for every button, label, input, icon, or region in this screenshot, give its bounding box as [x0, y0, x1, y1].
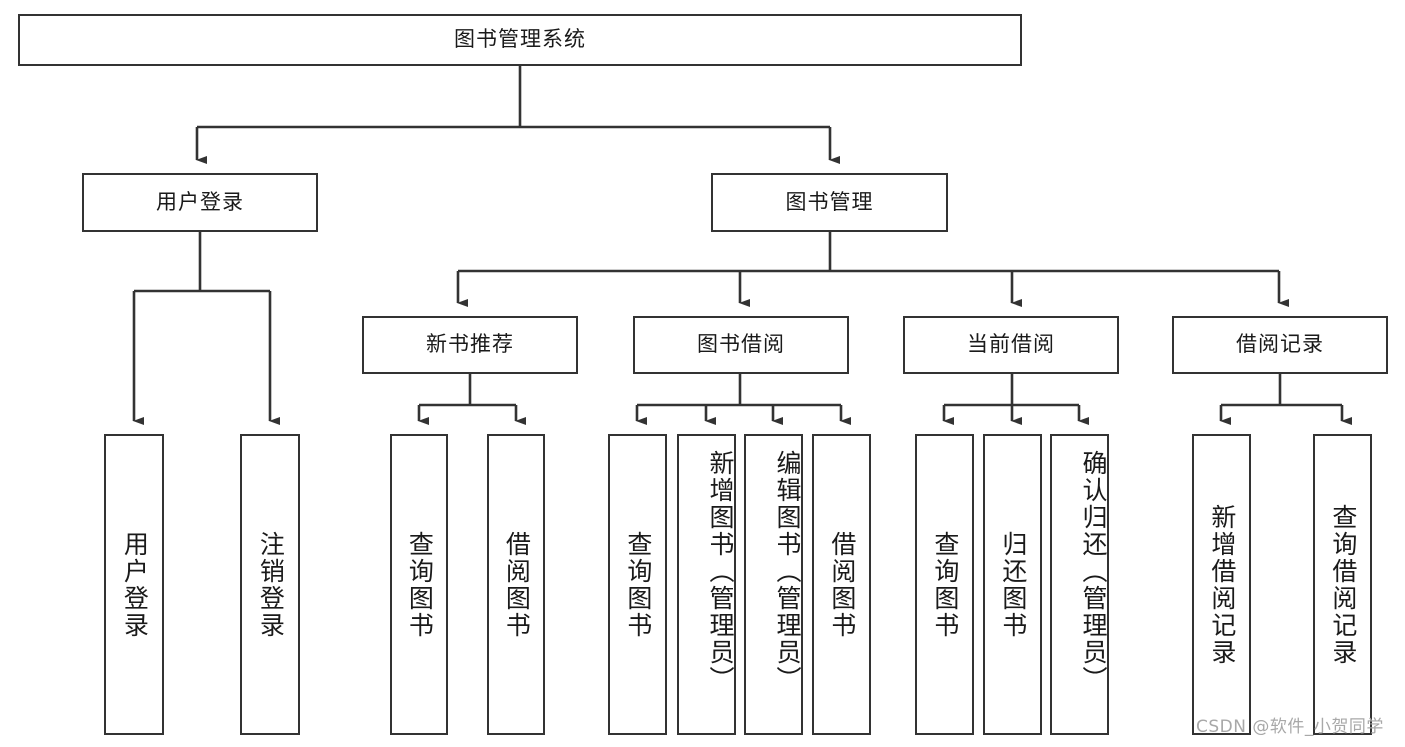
- node-current-borrow[interactable]: 当前借阅: [903, 316, 1119, 374]
- watermark: CSDN @软件_小贺同学: [1196, 717, 1384, 737]
- leaf-borrow-book-recommend[interactable]: 借阅图书: [487, 434, 545, 735]
- leaf-query-book-recommend[interactable]: 查询图书: [390, 434, 448, 735]
- leaf-query-book-recommend-label: 查询图书: [405, 530, 435, 639]
- node-book-borrow[interactable]: 图书借阅: [633, 316, 849, 374]
- leaf-user-login[interactable]: 用户登录: [104, 434, 164, 735]
- leaf-query-book-borrow[interactable]: 查询图书: [608, 434, 667, 735]
- node-user-login-label: 用户登录: [156, 189, 244, 214]
- leaf-confirm-return-label: 确认归还（管理员）: [1079, 450, 1108, 693]
- node-current-borrow-label: 当前借阅: [967, 332, 1055, 357]
- node-new-book-recommend-label: 新书推荐: [426, 332, 514, 357]
- leaf-query-borrow-record-label: 查询借阅记录: [1328, 503, 1358, 666]
- leaf-return-book-label: 归还图书: [998, 530, 1028, 639]
- leaf-edit-book[interactable]: 编辑图书（管理员）: [744, 434, 803, 735]
- node-book-manage-label: 图书管理: [785, 189, 874, 214]
- leaf-query-book-current[interactable]: 查询图书: [915, 434, 974, 735]
- leaf-logout[interactable]: 注销登录: [240, 434, 300, 735]
- node-user-login[interactable]: 用户登录: [82, 173, 318, 232]
- leaf-query-book-current-label: 查询图书: [930, 530, 960, 639]
- node-book-manage[interactable]: 图书管理: [711, 173, 948, 232]
- leaf-return-book[interactable]: 归还图书: [983, 434, 1042, 735]
- leaf-borrow-book[interactable]: 借阅图书: [812, 434, 871, 735]
- leaf-add-borrow-record[interactable]: 新增借阅记录: [1192, 434, 1251, 735]
- node-new-book-recommend[interactable]: 新书推荐: [362, 316, 578, 374]
- leaf-add-book[interactable]: 新增图书（管理员）: [677, 434, 736, 735]
- node-borrow-record[interactable]: 借阅记录: [1172, 316, 1388, 374]
- leaf-confirm-return[interactable]: 确认归还（管理员）: [1050, 434, 1109, 735]
- leaf-user-login-label: 用户登录: [120, 530, 150, 639]
- node-book-borrow-label: 图书借阅: [697, 332, 785, 357]
- node-borrow-record-label: 借阅记录: [1236, 332, 1324, 357]
- leaf-query-book-borrow-label: 查询图书: [623, 530, 653, 639]
- leaf-borrow-book-recommend-label: 借阅图书: [502, 530, 532, 639]
- node-root[interactable]: 图书管理系统: [18, 14, 1022, 66]
- node-root-label: 图书管理系统: [454, 27, 586, 52]
- leaf-add-borrow-record-label: 新增借阅记录: [1207, 503, 1237, 666]
- leaf-query-borrow-record[interactable]: 查询借阅记录: [1313, 434, 1372, 735]
- leaf-edit-book-label: 编辑图书（管理员）: [773, 450, 802, 693]
- leaf-add-book-label: 新增图书（管理员）: [706, 450, 735, 693]
- leaf-logout-label: 注销登录: [256, 530, 286, 639]
- leaf-borrow-book-label: 借阅图书: [827, 530, 857, 639]
